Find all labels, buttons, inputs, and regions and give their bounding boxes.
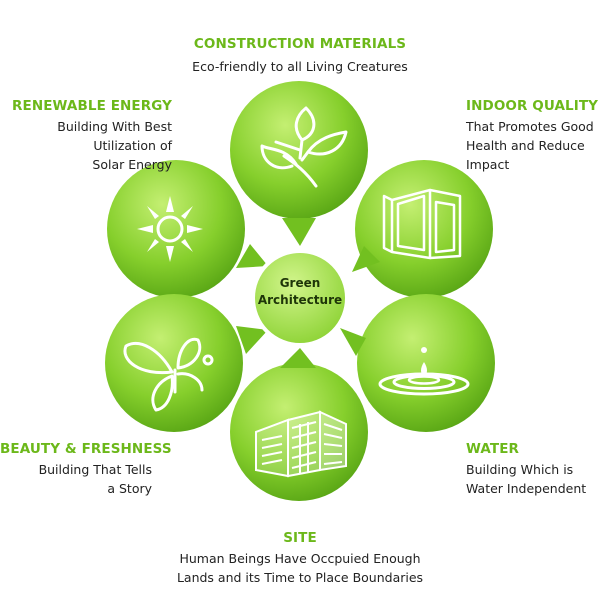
indoor-quality-desc: That Promotes Good Health and Reduce Imp… <box>466 117 598 174</box>
indoor-quality-title: INDOOR QUALITY <box>466 98 599 114</box>
leaf-icon <box>260 106 348 188</box>
water-title: WATER <box>466 441 520 457</box>
construction-materials-bubble <box>230 81 368 246</box>
water-desc: Building Which is Water Independent <box>466 460 586 498</box>
water-label: WATER Building Which is Water Independen… <box>466 441 586 498</box>
site-desc-line: Lands and its Time to Place Boundaries <box>176 570 424 585</box>
renewable-energy-desc: Building With Best Utilization of Solar … <box>0 117 172 174</box>
site-title: SITE <box>283 530 317 546</box>
construction-materials-desc-line: Eco-friendly to all Living Creatures <box>192 59 408 74</box>
construction-materials-title: CONSTRUCTION MATERIALS <box>193 36 407 52</box>
renewable-energy-desc-line: Utilization of <box>93 138 172 153</box>
beauty-freshness-desc: Building That Tells a Story <box>0 460 152 498</box>
renewable-energy-desc-line: Building With Best <box>57 119 172 134</box>
renewable-energy-bubble <box>107 160 268 298</box>
sun-icon <box>137 196 203 262</box>
center-label-line1: Green <box>279 276 321 290</box>
beauty-freshness-label: BEAUTY & FRESHNESS Building That Tells a… <box>0 441 172 498</box>
construction-materials-label: CONSTRUCTION MATERIALS Eco-friendly to a… <box>0 36 600 76</box>
site-desc-line: Human Beings Have Occpuied Enough <box>179 551 421 566</box>
water-drop-icon <box>378 347 470 396</box>
butterfly-icon <box>123 337 214 412</box>
window-icon <box>382 188 462 260</box>
renewable-energy-desc-line: Solar Energy <box>92 157 172 172</box>
beauty-freshness-desc-line: Building That Tells <box>38 462 152 477</box>
renewable-energy-label: RENEWABLE ENERGY Building With Best Util… <box>0 98 172 174</box>
indoor-quality-label: INDOOR QUALITY That Promotes Good Health… <box>466 98 598 174</box>
center-label-line2: Architecture <box>257 293 343 307</box>
beauty-freshness-bubble <box>105 294 268 432</box>
indoor-quality-desc-line: Health and Reduce <box>466 138 585 153</box>
construction-materials-desc: Eco-friendly to all Living Creatures <box>0 57 600 76</box>
water-bubble <box>340 294 495 432</box>
indoor-quality-desc-line: That Promotes Good <box>466 119 594 134</box>
site-desc: Human Beings Have Occpuied Enough Lands … <box>0 549 600 587</box>
building-icon <box>255 410 347 478</box>
beauty-freshness-desc-line: a Story <box>107 481 152 496</box>
center-label: Green Architecture <box>245 275 355 309</box>
indoor-quality-desc-line: Impact <box>466 157 510 172</box>
water-desc-line: Water Independent <box>466 481 587 496</box>
renewable-energy-title: RENEWABLE ENERGY <box>12 98 172 114</box>
water-desc-line: Building Which is <box>466 462 574 477</box>
center-circle <box>251 249 349 347</box>
site-label: SITE Human Beings Have Occpuied Enough L… <box>0 530 600 587</box>
indoor-quality-bubble <box>352 160 493 298</box>
beauty-freshness-title: BEAUTY & FRESHNESS <box>0 441 172 457</box>
